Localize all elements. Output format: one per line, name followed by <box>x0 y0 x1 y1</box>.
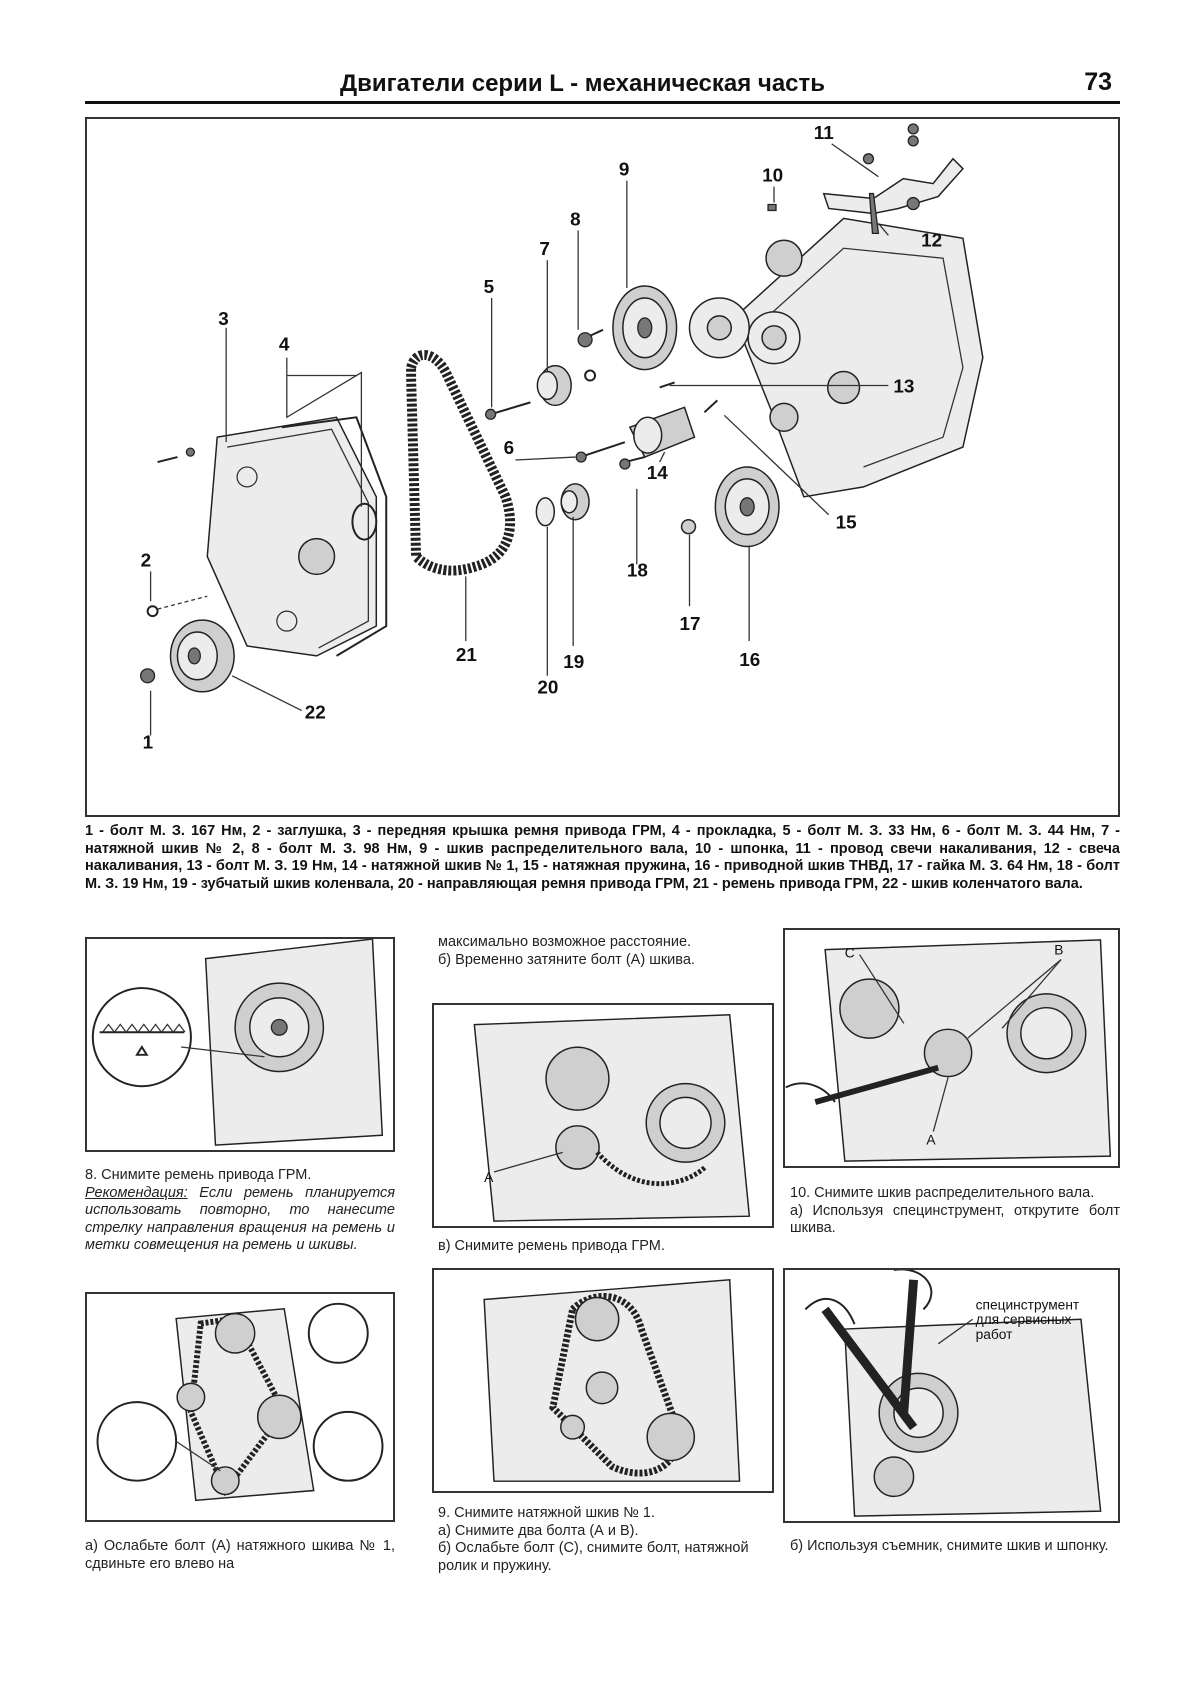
callout-11: 11 <box>814 123 834 144</box>
callout-9: 9 <box>619 160 630 181</box>
tension-pulley-2 <box>536 364 572 407</box>
bolt-6 <box>579 441 626 459</box>
glow-plug-wire <box>822 157 964 215</box>
timing-belt <box>406 350 516 576</box>
left-step-8a: а) Ослабьте болт (А) натяжного шкива № 1… <box>85 1538 395 1572</box>
recommendation-label: Рекомендация: <box>85 1184 188 1201</box>
tension-spring <box>703 399 719 414</box>
exploded-view-svg: 1 2 3 4 5 6 7 8 9 10 11 12 13 14 15 16 1… <box>140 123 984 753</box>
right-step-10b: б) Используя съемник, снимите шкив и шпо… <box>790 1538 1109 1554</box>
callout-18: 18 <box>627 560 648 581</box>
step-8v: в) Снимите ремень привода ГРМ. <box>438 1238 665 1254</box>
step-9a-text: а) Снимите два болта (А и В). <box>438 1522 639 1539</box>
page-header: Двигатели серии L - механическая часть 7… <box>85 62 1120 104</box>
tool-label-line-1: специнструмент <box>976 1297 1080 1312</box>
callout-4: 4 <box>279 335 290 356</box>
continued-text: максимально возможное расстояние. <box>438 934 692 950</box>
label-b: B <box>1054 943 1063 958</box>
figure-camshaft-marks <box>85 937 395 1152</box>
callout-6: 6 <box>504 438 515 459</box>
callout-14: 14 <box>647 463 668 484</box>
crankshaft-pulley <box>169 619 235 693</box>
left-step-8: 8. Снимите ремень привода ГРМ. Рекоменда… <box>85 1167 395 1255</box>
callout-7: 7 <box>539 239 550 260</box>
step-9b-text: б) Ослабьте болт (С), снимите болт, натя… <box>438 1540 749 1574</box>
callout-3: 3 <box>218 309 229 330</box>
oil-seal <box>351 502 378 541</box>
tool-label-line-3: работ <box>976 1327 1014 1342</box>
callout-13: 13 <box>893 376 914 397</box>
callout-20: 20 <box>537 678 558 699</box>
figure-tensioner-bolt-a: A <box>432 1003 774 1228</box>
callout-1: 1 <box>143 732 154 753</box>
engine-block-drawing <box>688 217 984 498</box>
step-10a-text: а) Используя специнструмент, открутите б… <box>790 1202 1120 1237</box>
callout-8: 8 <box>570 209 581 230</box>
glow-plug <box>868 192 880 234</box>
bolt-1 <box>140 668 156 684</box>
callout-21: 21 <box>456 645 477 666</box>
step-10-text: 10. Снимите шкив распределительного вала… <box>790 1185 1095 1201</box>
camshaft-pulley <box>612 285 678 371</box>
step-8-text: 8. Снимите ремень привода ГРМ. <box>85 1167 312 1183</box>
callout-5: 5 <box>484 277 494 298</box>
page-title: Двигатели серии L - механическая часть <box>340 70 826 97</box>
bolt-5 <box>490 401 531 416</box>
callout-17: 17 <box>680 614 701 635</box>
callout-2: 2 <box>141 550 152 571</box>
figure-special-tool: специнструмент для сервисных работ <box>783 1268 1120 1523</box>
tool-label-line-2: для сервисных <box>976 1312 1072 1327</box>
label-c: C <box>845 946 855 961</box>
figure-remove-tensioner: C B A <box>783 928 1120 1168</box>
step-8b-text: б) Временно затяните болт (А) шкива. <box>438 951 695 968</box>
figure-timing-belt-path <box>432 1268 774 1493</box>
callout-16: 16 <box>739 650 760 671</box>
label-a: A <box>484 1170 494 1185</box>
callout-19: 19 <box>563 652 584 673</box>
parts-legend: 1 - болт М. З. 167 Нм, 2 - заглушка, 3 -… <box>85 823 1120 892</box>
plug <box>146 605 159 618</box>
nut-17 <box>680 518 697 535</box>
step-9-text: 9. Снимите натяжной шкив № 1. <box>438 1505 655 1521</box>
right-step-10: 10. Снимите шкив распределительного вала… <box>790 1185 1120 1238</box>
gasket <box>281 416 388 657</box>
recommendation-text: Если ремень планируется использовать пов… <box>85 1184 395 1254</box>
tension-pulley-1 <box>628 381 696 459</box>
middle-top-text: максимально возможное расстояние. б) Вре… <box>438 934 768 969</box>
callout-22: 22 <box>305 703 326 724</box>
belt-guide <box>535 497 556 527</box>
callout-10: 10 <box>762 166 783 187</box>
figure-belt-layout <box>85 1292 395 1522</box>
crankshaft-timing-pulley <box>560 483 590 521</box>
injection-pump-pulley <box>714 466 780 548</box>
page-number: 73 <box>1084 68 1112 96</box>
label-a-right: A <box>926 1132 936 1147</box>
bolt-8 <box>577 328 604 348</box>
exploded-view-diagram: 1 2 3 4 5 6 7 8 9 10 11 12 13 14 15 16 1… <box>85 117 1120 817</box>
callout-15: 15 <box>836 513 857 534</box>
callout-12: 12 <box>921 230 942 251</box>
front-timing-cover <box>206 416 378 657</box>
middle-step-9: 9. Снимите натяжной шкив № 1. а) Снимите… <box>438 1505 768 1575</box>
